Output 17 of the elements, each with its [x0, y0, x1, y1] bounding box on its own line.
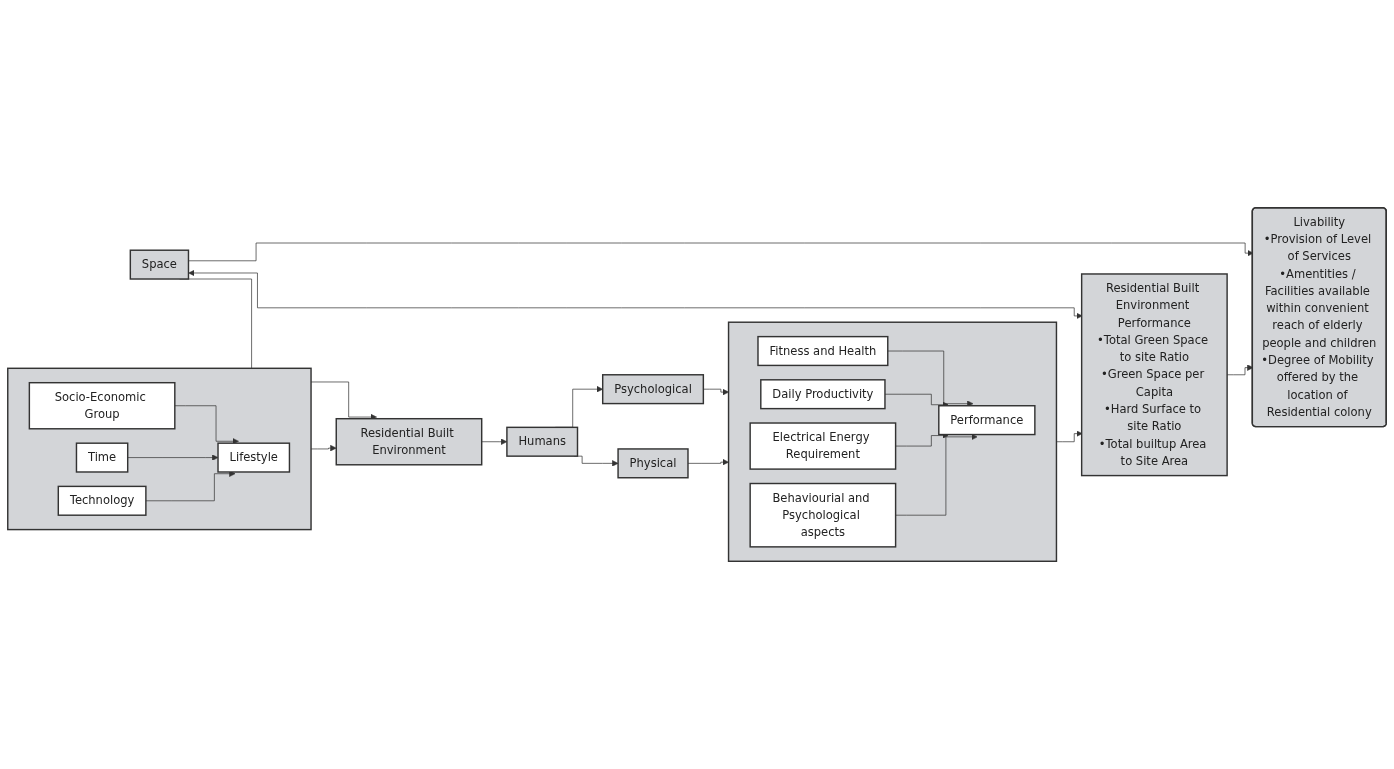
node-box: Electrical Energy Requirement: [749, 422, 897, 470]
node-box: Humans: [506, 426, 579, 457]
node-box: Physical: [617, 448, 689, 479]
cluster: [727, 321, 1058, 562]
node-box: Socio-Economic Group: [28, 381, 176, 430]
node-box: Residential Built Environment: [335, 417, 483, 466]
node-box: Technology: [57, 485, 147, 516]
node-box: Space: [129, 249, 190, 280]
node-box: Residential Built Environment Performance •Total Green Space to site Ratio •Green Space per Capita •Hard Surface to site Ratio •Total builtup Area to Site Area: [1080, 273, 1228, 477]
node-box: Time: [75, 442, 129, 473]
node-box: Performance: [938, 405, 1036, 436]
node-box: Lifestyle: [217, 442, 291, 473]
cluster: [7, 367, 312, 531]
node-box: Fitness and Health: [757, 335, 889, 367]
node-box: Psychological: [602, 374, 705, 405]
node-box: Behaviourial and Psychological aspects: [749, 482, 897, 548]
node-box: Daily Productivity: [760, 379, 886, 410]
